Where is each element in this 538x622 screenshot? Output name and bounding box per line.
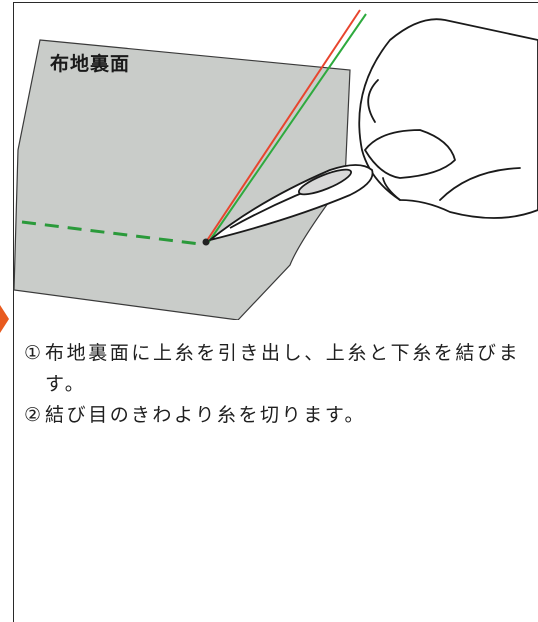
instruction-step: ② 結び目のきわより糸を切ります。: [24, 400, 536, 431]
instruction-list: ① 布地裏面に上糸を引き出し、上糸と下糸を結びます。 ② 結び目のきわより糸を切…: [24, 338, 536, 431]
page-frame: [13, 2, 538, 622]
stitch-line: [21, 220, 201, 246]
knot: [202, 238, 210, 246]
tweezers: [209, 164, 374, 241]
upper-thread: [205, 9, 361, 243]
fabric-swatch: [13, 39, 351, 320]
hand: [358, 18, 538, 219]
tying-threads-illustration: [13, 9, 538, 320]
step-text: 布地裏面に上糸を引き出し、上糸と下糸を結びます。: [45, 342, 521, 395]
fabric-wrong-side-label: 布地裏面: [50, 53, 131, 75]
step-number: ①: [24, 342, 42, 364]
instruction-step: ① 布地裏面に上糸を引き出し、上糸と下糸を結びます。: [24, 338, 536, 400]
side-marker-arrow: [0, 305, 9, 333]
step-text: 結び目のきわより糸を切ります。: [45, 404, 367, 426]
lower-thread: [207, 13, 367, 244]
step-number: ②: [24, 404, 42, 426]
